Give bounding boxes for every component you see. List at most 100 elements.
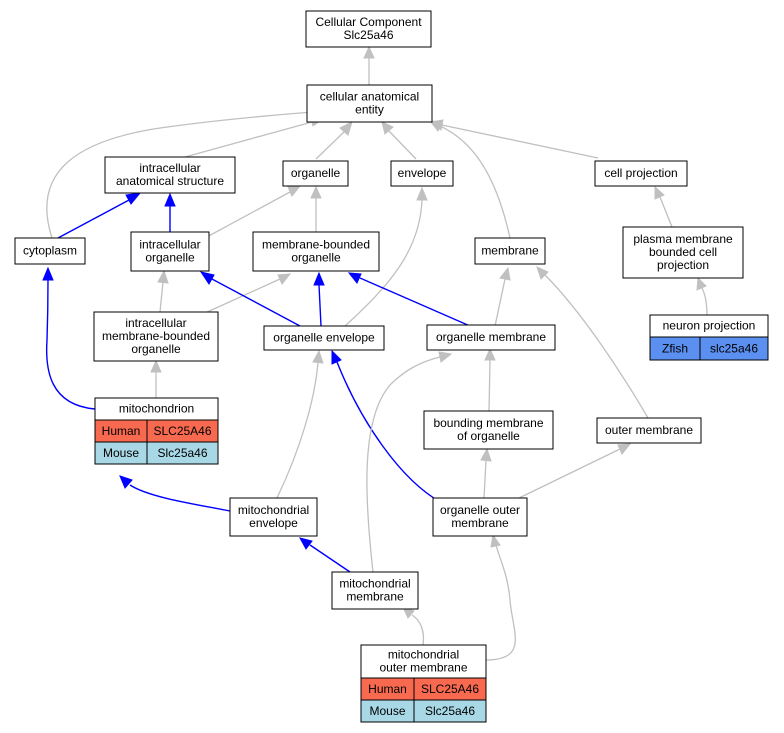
arrowhead-icon bbox=[199, 271, 215, 285]
arrowhead-icon bbox=[299, 537, 313, 550]
node-box bbox=[104, 156, 236, 194]
node-label: cytoplasm bbox=[23, 244, 77, 258]
node-outer-membrane[interactable]: outer membrane bbox=[596, 417, 702, 444]
edge-oom-outermem bbox=[514, 448, 621, 501]
node-box bbox=[474, 237, 546, 265]
gene-cell-mouse bbox=[413, 699, 487, 723]
node-membrane[interactable]: membrane bbox=[474, 237, 546, 265]
node-cytoplasm[interactable]: cytoplasm bbox=[14, 237, 86, 265]
species-label: Mouse bbox=[103, 446, 139, 460]
node-box bbox=[423, 410, 554, 450]
arrowhead-icon bbox=[363, 45, 375, 59]
node-label: organelle bbox=[145, 251, 195, 265]
node-label: projection bbox=[657, 258, 709, 272]
arrowhead-icon bbox=[42, 266, 54, 281]
edge-orgenv-intraorg bbox=[211, 278, 301, 327]
node-label: organelle bbox=[291, 166, 341, 180]
arrowhead-icon bbox=[416, 186, 428, 201]
node-label: Cellular Component bbox=[315, 15, 422, 29]
gene-label: slc25a46 bbox=[710, 342, 758, 356]
arrowhead-icon bbox=[331, 349, 342, 365]
node-label: mitochondrion bbox=[119, 402, 194, 416]
node-label: organelle envelope bbox=[273, 331, 375, 345]
node-cell-projection[interactable]: cell projection bbox=[594, 160, 688, 187]
node-box bbox=[229, 497, 318, 537]
edge-orgenv-envelope bbox=[344, 199, 423, 327]
arrowhead-icon bbox=[125, 192, 142, 205]
gene-label: Slc25a46 bbox=[425, 704, 475, 718]
node-label: membrane-bounded bbox=[102, 329, 210, 343]
node-label: membrane-bounded bbox=[262, 238, 370, 252]
node-label: intracellular bbox=[125, 316, 186, 330]
node-box bbox=[306, 84, 433, 123]
edge-neuron-pmbcp bbox=[701, 287, 708, 316]
node-label: outer membrane bbox=[605, 423, 693, 437]
node-box bbox=[130, 231, 210, 272]
edge-intraorg-organelle bbox=[204, 191, 291, 239]
node-label: entity bbox=[355, 103, 384, 117]
edge-mitoenv-orgenv bbox=[276, 361, 319, 499]
arrowhead-icon bbox=[484, 347, 496, 361]
edge-mitomem-mitoenv bbox=[309, 544, 351, 573]
node-box bbox=[263, 325, 385, 351]
edge-oom-orgenv bbox=[336, 361, 443, 504]
arrowhead-icon bbox=[287, 185, 302, 197]
arrowhead-icon bbox=[654, 185, 665, 200]
node-organelle[interactable]: organelle bbox=[282, 160, 349, 187]
node-label: bounded cell bbox=[649, 245, 717, 259]
node-box bbox=[390, 160, 454, 187]
node-envelope[interactable]: envelope bbox=[390, 160, 454, 187]
edge-cellproj-cae bbox=[441, 124, 599, 159]
edge-orgmem-mbo bbox=[359, 277, 471, 327]
node-label: bounding membrane bbox=[433, 416, 543, 430]
gene-label: Slc25a46 bbox=[157, 446, 207, 460]
gene-cell-mouse bbox=[146, 441, 219, 465]
node-label: organelle membrane bbox=[436, 330, 546, 344]
node-label: membrane bbox=[346, 590, 404, 604]
arrowhead-icon bbox=[617, 443, 632, 455]
arrowhead-icon bbox=[277, 273, 292, 285]
gene-label: SLC25A46 bbox=[421, 682, 479, 696]
node-organelle-envelope[interactable]: organelle envelope bbox=[263, 325, 385, 351]
edge-envelope-cae bbox=[388, 130, 417, 160]
node-box bbox=[622, 226, 744, 279]
node-box bbox=[14, 237, 86, 265]
edge-mom-mitomem bbox=[411, 614, 425, 646]
node-label: of organelle bbox=[457, 429, 520, 443]
arrowhead-icon bbox=[381, 121, 394, 135]
edge-oom-bmo bbox=[483, 459, 487, 499]
arrowhead-icon bbox=[339, 121, 353, 136]
node-box bbox=[426, 324, 556, 351]
node-box bbox=[594, 160, 688, 187]
node-label: membrane bbox=[451, 516, 509, 530]
node-box bbox=[282, 160, 349, 187]
node-box bbox=[252, 231, 380, 272]
node-organelle-membrane[interactable]: organelle membrane bbox=[426, 324, 556, 351]
arrowhead-icon bbox=[536, 266, 549, 280]
node-label: organelle bbox=[291, 251, 341, 265]
edge-ias-cae bbox=[184, 121, 313, 158]
edge-imbo-intraorg bbox=[159, 281, 164, 313]
node-label: envelope bbox=[249, 516, 298, 530]
arrowhead-icon bbox=[429, 119, 444, 131]
node-label: mitochondrial bbox=[339, 577, 410, 591]
gene-label: SLC25A46 bbox=[153, 424, 211, 438]
node-box bbox=[331, 571, 419, 610]
node-label: cell projection bbox=[604, 166, 677, 180]
